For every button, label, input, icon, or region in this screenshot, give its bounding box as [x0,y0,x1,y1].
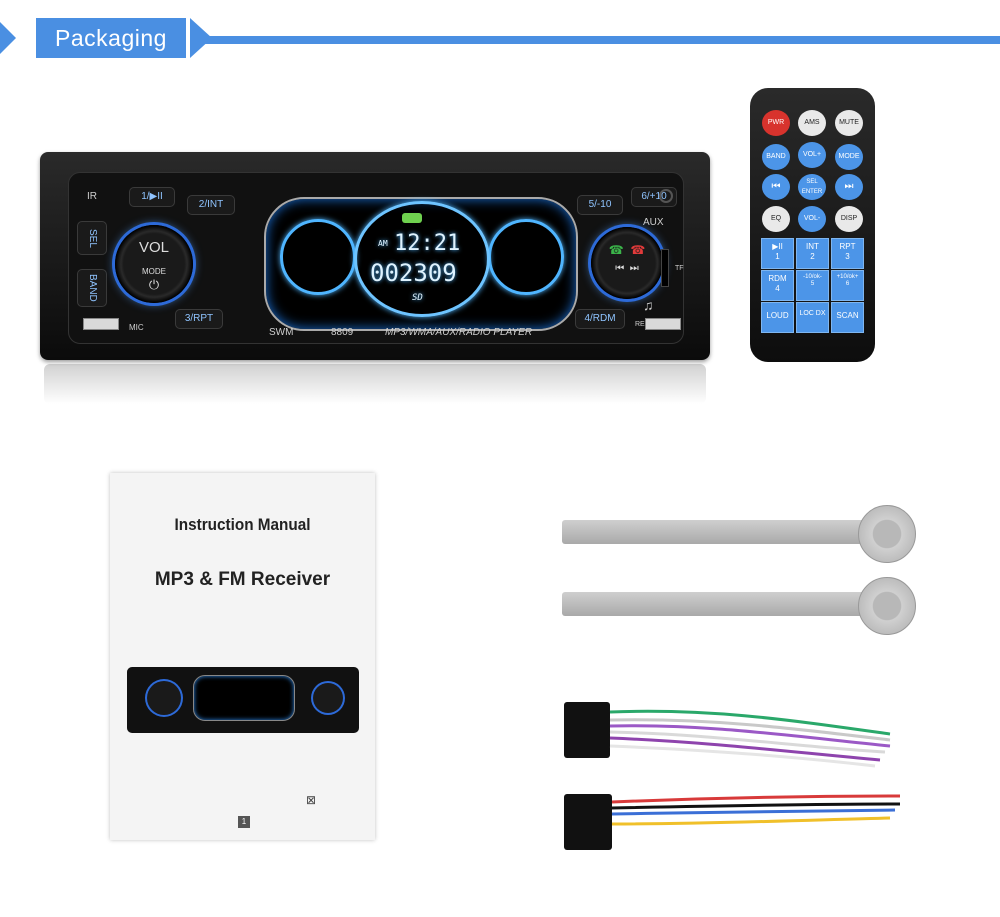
section-banner: Packaging [0,0,1000,70]
sd-indicator: SD [412,293,423,303]
remote-next-icon: ⏭ [835,174,863,200]
skip-icon: ⏮ ⏭ [615,263,639,274]
counter-readout: 002309 [370,259,457,287]
remote-key-5-top: -10/ok- [803,274,822,280]
remote-vol-down-button: VOL- [798,206,826,232]
call-knob: ☎ ☎ ⏮ ⏭ [591,227,663,299]
remote-key-1-top: ▶II [772,242,783,251]
manual-page-number: 1 [238,816,250,828]
car-radio-head-unit: IR 1/▶II 2/INT SEL BAND VOL MODE ⏻ MIC 3… [40,152,710,360]
remote-sel-enter-button: SEL ENTER [798,174,826,200]
banner-title: Packaging [36,18,186,58]
res-label: RES [635,321,650,328]
aux-label: AUX [643,217,664,228]
remote-key-3-bottom: 3 [845,252,850,261]
remote-key-2-bottom: 2 [810,252,815,261]
instruction-manual: Instruction Manual MP3 & FM Receiver ⊠ 1 [110,473,375,840]
remote-band-button: BAND [762,144,790,170]
sel-button: SEL [77,221,107,255]
mini-volume-knob [147,681,181,715]
manual-title: Instruction Manual [174,515,311,534]
aux-jack [659,189,673,203]
remote-loud-button: LOUD [761,302,794,333]
remote-key-5: -10/ok-5 [796,270,829,301]
remote-key-4-top: RDM [768,274,787,283]
power-icon: ⏻ [148,277,160,292]
remote-key-2-top: INT [806,242,819,251]
remote-pwr-button: PWR [762,110,790,136]
remote-vol-up-button: VOL+ [798,142,826,168]
right-gauge [488,219,564,295]
remote-eq-button: EQ [762,206,790,232]
car-icon [402,213,422,223]
preset-button-2: 2/INT [187,195,235,215]
harness-bottom-connector [564,794,612,850]
remote-key-4-bottom: 4 [775,284,780,293]
left-gauge [280,219,356,295]
volume-knob-label: VOL [138,239,169,256]
harness-top-connector [564,702,610,758]
remote-key-6-top: +10/ok+ [836,274,859,280]
am-indicator: AM [378,239,388,248]
tagline-label: MP3/WMA/AUX/RADIO PLAYER [385,327,533,338]
mode-label: MODE [142,267,166,276]
remote-key-5-bottom: 5 [810,281,815,287]
remote-mode-button: MODE [835,144,863,170]
preset-button-1: 1/▶II [129,187,175,207]
clock-readout: 12:21 [394,231,461,256]
head-unit-faceplate: IR 1/▶II 2/INT SEL BAND VOL MODE ⏻ MIC 3… [68,172,684,344]
preset-button-3: 3/RPT [175,309,223,329]
brand-label: SWM [269,327,294,338]
removal-key-2-ring [858,577,916,635]
remote-scan-button: SCAN [831,302,864,333]
remote-key-6-bottom: 6 [845,281,850,287]
preset-button-4: 4/RDM [575,309,625,329]
remote-locdx-button: LOC DX [796,302,829,333]
band-button: BAND [77,269,107,307]
manual-product-photo [127,667,359,733]
ir-label: IR [87,191,97,202]
remote-ams-button: AMS [798,110,826,136]
mini-call-knob [313,683,343,713]
tf-label: TF [675,265,684,272]
tf-card-slot [661,249,669,287]
center-gauge [354,201,490,317]
mini-display [193,675,295,721]
usb-port [83,318,119,330]
music-note-icon: ♫ [643,297,654,313]
harness-bottom [564,794,900,850]
remote-control: PWR AMS MUTE BAND VOL+ MODE ⏮ SEL ENTER … [750,88,875,362]
mic-label: MIC [129,323,144,332]
phone-icon: ☎ ☎ [608,243,646,257]
usb-port-right [645,318,681,330]
volume-knob: VOL MODE ⏻ [115,225,193,303]
harness-top [564,702,891,768]
banner-line [200,36,1000,44]
model-label: 8809 [331,327,354,338]
banner-left-chevron [0,22,16,54]
removal-key-2-shaft [562,592,872,616]
remote-prev-icon: ⏮ [762,174,790,200]
preset-button-5: 5/-10 [577,195,623,215]
remote-disp-button: DISP [835,206,863,232]
remote-mute-button: MUTE [835,110,863,136]
head-unit-reflection [44,364,706,404]
manual-subtitle: MP3 & FM Receiver [154,569,331,590]
remote-key-1-bottom: 1 [775,252,780,261]
remote-key-3-top: RPT [839,242,856,251]
wiring-harnesses [564,702,900,850]
weee-bin-icon: ⊠ [306,793,317,807]
removal-key-1-shaft [562,520,872,544]
removal-key-1-ring [858,505,916,563]
remote-key-6: +10/ok+6 [831,270,864,301]
lcd-display: AM 12:21 002309 SD [264,197,578,331]
